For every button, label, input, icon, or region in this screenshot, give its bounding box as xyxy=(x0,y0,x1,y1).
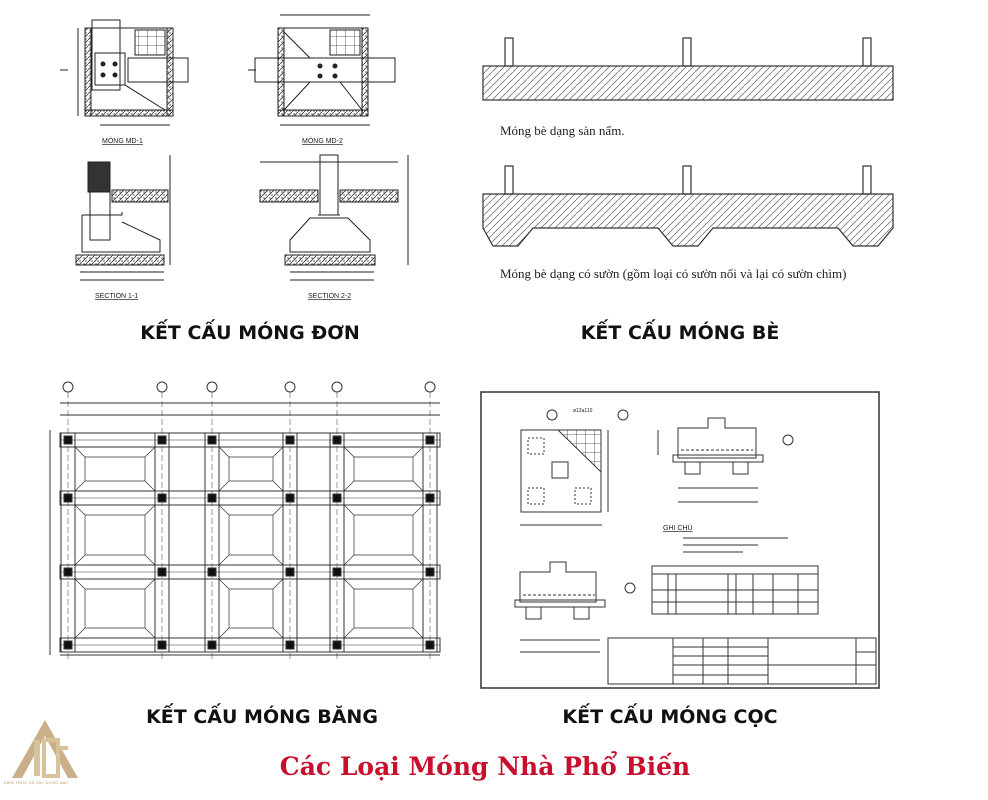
axis-bubble xyxy=(331,381,343,393)
column xyxy=(207,640,217,650)
strip-beam-vertical xyxy=(282,432,298,653)
logo-tagline: KIẾN TRÚC VÀ XÂY DỰNG ABC xyxy=(4,780,69,785)
pile-cap-section-a xyxy=(657,417,794,503)
footing-chamfer xyxy=(74,446,156,492)
column xyxy=(425,640,435,650)
footing-chamfer xyxy=(218,446,284,492)
label-section-2: SECTION 2-2 xyxy=(308,293,351,300)
column xyxy=(332,435,342,445)
note-flat-raft: Móng bè dạng sàn nấm. xyxy=(500,123,625,138)
column xyxy=(425,493,435,503)
axis-bubble xyxy=(62,381,74,393)
raft-flat-slab xyxy=(482,37,894,101)
strip-beam-vertical xyxy=(154,432,170,653)
footing-chamfer xyxy=(343,504,424,566)
caption-pile-footing: KẾT CẤU MÓNG CỌC xyxy=(562,706,778,728)
strip-beam-vertical xyxy=(204,432,220,653)
footing-chamfer xyxy=(218,578,284,639)
raft-footing-drawing xyxy=(482,37,894,247)
column xyxy=(63,435,73,445)
note-ribbed-raft: Móng bè dạng có sườn (gồm loại có sườn n… xyxy=(500,266,847,281)
section-2-2 xyxy=(259,154,409,281)
title-block xyxy=(607,637,877,685)
label-section-1: SECTION 1-1 xyxy=(95,293,138,300)
column xyxy=(285,567,295,577)
column xyxy=(63,493,73,503)
strip-beam-vertical xyxy=(422,432,438,653)
column xyxy=(157,435,167,445)
pile-cap-section-b xyxy=(514,561,636,653)
single-footing-drawing: MÓNG MD-1 MÓNG MD-2 SECTION 1-1 SECTION … xyxy=(60,14,409,300)
notes-title: GHI CHÚ xyxy=(663,523,693,532)
footing-chamfer xyxy=(218,504,284,566)
pile-cap-plan xyxy=(520,409,629,526)
abc-logo xyxy=(12,720,78,778)
section-1-1 xyxy=(75,155,171,281)
page-title: Các Loại Móng Nhà Phổ Biến xyxy=(279,752,691,781)
axis-bubble xyxy=(424,381,436,393)
label-md1: MÓNG MD-1 xyxy=(102,136,143,145)
column xyxy=(157,640,167,650)
caption-single-footing: KẾT CẤU MÓNG ĐƠN xyxy=(140,322,360,344)
column xyxy=(157,567,167,577)
caption-strip-footing: KẾT CẤU MÓNG BĂNG xyxy=(146,706,378,728)
column xyxy=(207,493,217,503)
rebar-label: ø12a110 xyxy=(573,408,593,414)
axis-bubble xyxy=(206,381,218,393)
column xyxy=(332,640,342,650)
column xyxy=(425,567,435,577)
column xyxy=(285,640,295,650)
plan-md1 xyxy=(60,19,189,126)
axis-bubble xyxy=(284,381,296,393)
raft-ribbed-slab xyxy=(482,165,894,247)
plan-md2 xyxy=(248,14,396,126)
rebar-table xyxy=(651,565,819,615)
column xyxy=(157,493,167,503)
column xyxy=(332,567,342,577)
strip-footing-drawing xyxy=(49,381,441,660)
column xyxy=(207,435,217,445)
pile-footing-drawing: ø12a110 GHI CHÚ xyxy=(480,391,880,689)
axis-bubble xyxy=(156,381,168,393)
footing-chamfer xyxy=(343,578,424,639)
notes-lines xyxy=(683,537,788,553)
strip-beam-vertical xyxy=(60,432,76,653)
label-md2: MÓNG MD-2 xyxy=(302,136,343,145)
column xyxy=(425,435,435,445)
column xyxy=(285,435,295,445)
column xyxy=(63,567,73,577)
caption-raft-footing: KẾT CẤU MÓNG BÈ xyxy=(580,322,780,344)
strip-beam-vertical xyxy=(329,432,345,653)
footing-chamfer xyxy=(74,578,156,639)
column xyxy=(207,567,217,577)
column xyxy=(332,493,342,503)
footing-chamfer xyxy=(74,504,156,566)
footing-chamfer xyxy=(343,446,424,492)
column xyxy=(285,493,295,503)
column xyxy=(63,640,73,650)
